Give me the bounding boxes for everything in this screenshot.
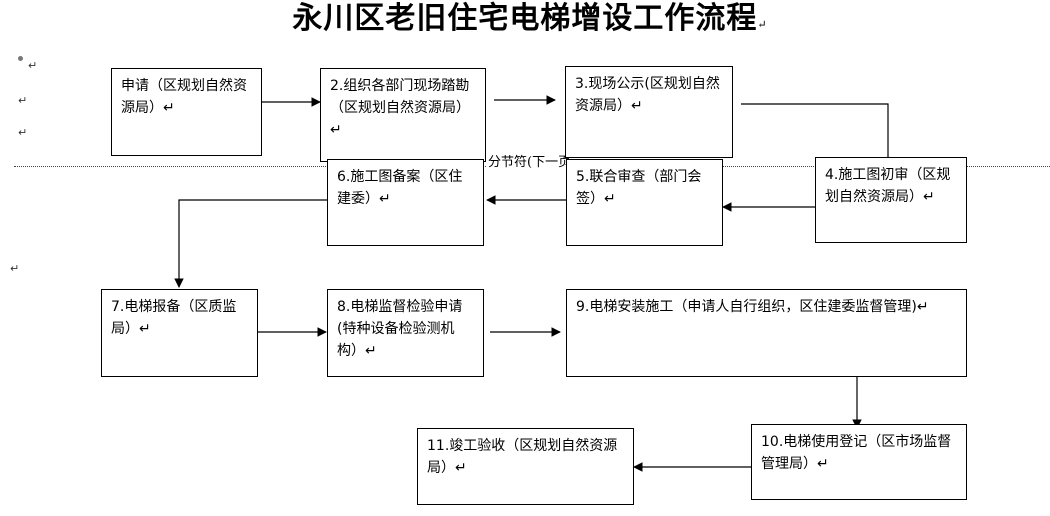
step-8-box: 8.电梯监督检验申请(特种设备检验测机构）↵ bbox=[327, 289, 484, 377]
step-4-box: 4.施工图初审（区规划自然资源局）↵ bbox=[815, 157, 967, 243]
step-5-box: 5.联合审查（部门会签）↵ bbox=[566, 159, 723, 246]
step-1-box: 申请（区规划自然资源局）↵ bbox=[111, 68, 262, 156]
title-text: 永川区老旧住宅电梯增设工作流程 bbox=[292, 1, 758, 36]
step-3-box: 3.现场公示(区规划自然资源局）↵ bbox=[565, 66, 733, 158]
step-7-box: 7.电梯报备（区质监局）↵ bbox=[101, 289, 258, 377]
section-break-label: 分节符(下一页 bbox=[486, 155, 574, 171]
paragraph-mark: ↵ bbox=[10, 262, 20, 275]
step-11-box: 11.竣工验收（区规划自然资源局）↵ bbox=[417, 428, 634, 505]
step-2-box: 2.组织各部门现场踏勘（区规划自然资源局）↵ bbox=[320, 68, 486, 162]
page-title: 永川区老旧住宅电梯增设工作流程↵ bbox=[270, 0, 790, 44]
title-paragraph-mark: ↵ bbox=[757, 18, 768, 31]
step-9-box: 9.电梯安装施工（申请人自行组织，区住建委监督管理)↵ bbox=[566, 289, 967, 377]
step-10-box: 10.电梯使用登记（区市场监督管理局）↵ bbox=[751, 424, 967, 500]
paragraph-mark: ↵ bbox=[18, 126, 28, 139]
connector-3-to-4 bbox=[741, 103, 889, 157]
arrow-6-to-7 bbox=[174, 199, 327, 288]
bullet-icon bbox=[18, 56, 23, 61]
paragraph-mark: ↵ bbox=[28, 59, 38, 72]
paragraph-mark: ↵ bbox=[18, 94, 28, 107]
step-6-box: 6.施工图备案（区住建委）↵ bbox=[327, 159, 484, 246]
